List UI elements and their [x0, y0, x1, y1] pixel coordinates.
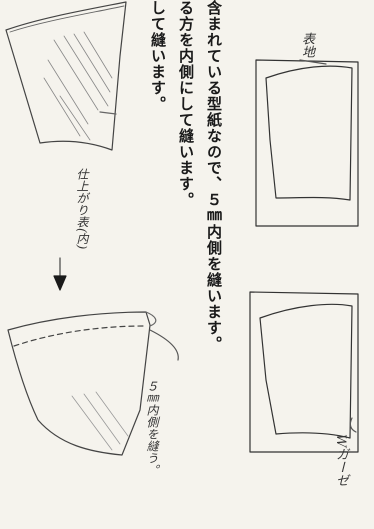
label-inner: 仕上がり表(内) [75, 168, 89, 250]
instruction-line-3: して縫います。 [149, 0, 167, 112]
top-pattern-piece [5, 1, 127, 151]
instruction-line-2: る方を内側にして縫います。 [177, 0, 195, 208]
right-piece-top [265, 65, 353, 201]
label-wgauze: Wガーゼ [333, 434, 348, 487]
down-arrow-head [53, 275, 67, 291]
right-piece-bottom [259, 303, 353, 439]
label-omote: 表地 [299, 32, 314, 58]
bottom-piece-hatching [71, 391, 129, 451]
top-piece-hatching [43, 31, 113, 141]
right-frame-bottom [249, 291, 359, 453]
instruction-line-1: 含まれている型紙なので、５㎜内側を縫います。 [205, 0, 223, 352]
label-seam: ５㎜内側を縫う。 [145, 380, 159, 476]
right-frame-top [255, 59, 359, 227]
seam-dashed-line [13, 325, 145, 347]
bottom-pattern-piece [7, 311, 151, 456]
